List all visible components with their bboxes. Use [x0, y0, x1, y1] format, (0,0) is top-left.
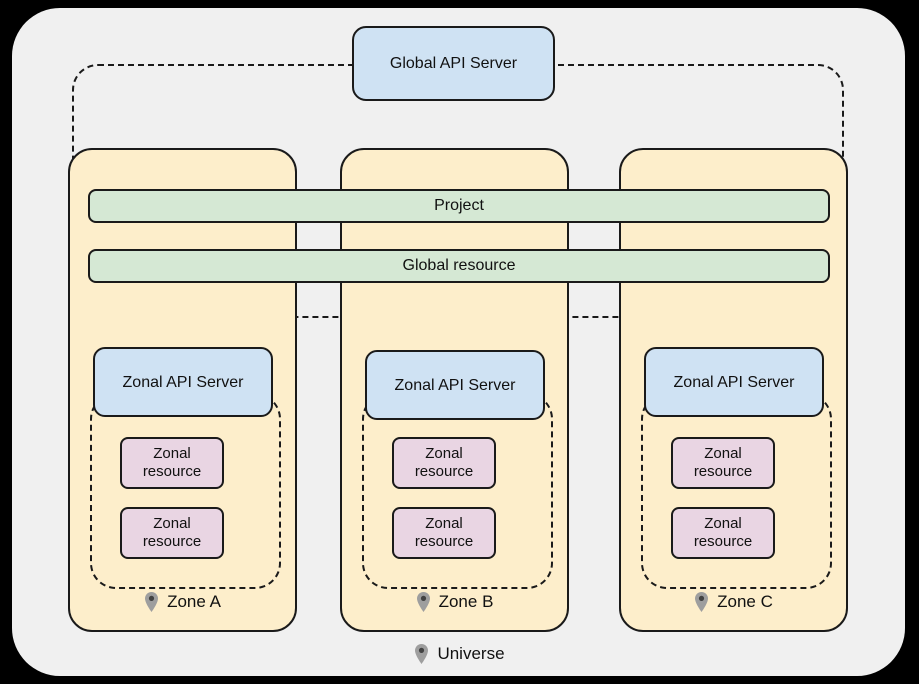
zone-b-resource-1-line2: resource: [414, 463, 474, 480]
zone-b-name: Zone B: [438, 592, 494, 611]
zone-c-resource-1-line2: resource: [693, 463, 753, 480]
map-pin-icon: [694, 592, 709, 612]
global-resource-bar[interactable]: Global resource: [88, 249, 830, 283]
zone-column-b[interactable]: Zonal API Server Zonal resource Zonal re…: [340, 148, 569, 632]
zone-a-name: Zone A: [167, 592, 221, 611]
zone-a-dashed-boundary: [90, 393, 281, 589]
project-bar[interactable]: Project: [88, 189, 830, 223]
zone-b-zonal-resource-2[interactable]: Zonal resource: [392, 507, 496, 559]
zone-c-zonal-api-server[interactable]: Zonal API Server: [644, 347, 824, 417]
map-pin-icon: [414, 644, 429, 664]
map-pin-icon: [416, 592, 431, 612]
zone-c-resource-2-line2: resource: [693, 533, 753, 550]
global-api-server-label: Global API Server: [389, 55, 518, 72]
zone-c-resource-1-line1: Zonal: [704, 445, 742, 462]
zone-c-resource-2-line1: Zonal: [704, 515, 742, 532]
zone-a-zonal-resource-2[interactable]: Zonal resource: [120, 507, 224, 559]
zone-c-api-server-label: Zonal API Server: [673, 373, 795, 391]
zone-c-name: Zone C: [717, 592, 773, 611]
zone-a-resource-2-line1: Zonal: [153, 515, 191, 532]
global-resource-bar-label: Global resource: [402, 257, 516, 274]
zone-c-zonal-resource-1[interactable]: Zonal resource: [671, 437, 775, 489]
zone-a-zonal-resource-1[interactable]: Zonal resource: [120, 437, 224, 489]
zone-column-a[interactable]: Zonal API Server Zonal resource Zonal re…: [68, 148, 297, 632]
zone-a-zonal-api-server[interactable]: Zonal API Server: [93, 347, 273, 417]
zone-b-footer-label: Zone B: [342, 592, 567, 612]
zone-b-dashed-boundary: [362, 393, 553, 589]
universe-name: Universe: [437, 644, 505, 663]
zone-column-c[interactable]: Zonal API Server Zonal resource Zonal re…: [619, 148, 848, 632]
zone-c-dashed-boundary: [641, 393, 832, 589]
zone-b-resource-2-line1: Zonal: [425, 515, 463, 532]
zone-a-resource-1-line2: resource: [142, 463, 202, 480]
zone-a-footer-label: Zone A: [70, 592, 295, 612]
universe-footer-label: Universe: [0, 644, 919, 664]
zone-a-api-server-label: Zonal API Server: [122, 373, 244, 391]
zone-b-zonal-resource-1[interactable]: Zonal resource: [392, 437, 496, 489]
zone-b-resource-2-line2: resource: [414, 533, 474, 550]
map-pin-icon: [144, 592, 159, 612]
zone-c-footer-label: Zone C: [621, 592, 846, 612]
global-api-server[interactable]: Global API Server: [352, 26, 555, 101]
project-bar-label: Project: [434, 197, 484, 214]
zone-c-zonal-resource-2[interactable]: Zonal resource: [671, 507, 775, 559]
zone-a-resource-1-line1: Zonal: [153, 445, 191, 462]
zone-b-zonal-api-server[interactable]: Zonal API Server: [365, 350, 545, 420]
zone-b-api-server-label: Zonal API Server: [394, 376, 516, 394]
zone-a-resource-2-line2: resource: [142, 533, 202, 550]
zone-b-resource-1-line1: Zonal: [425, 445, 463, 462]
